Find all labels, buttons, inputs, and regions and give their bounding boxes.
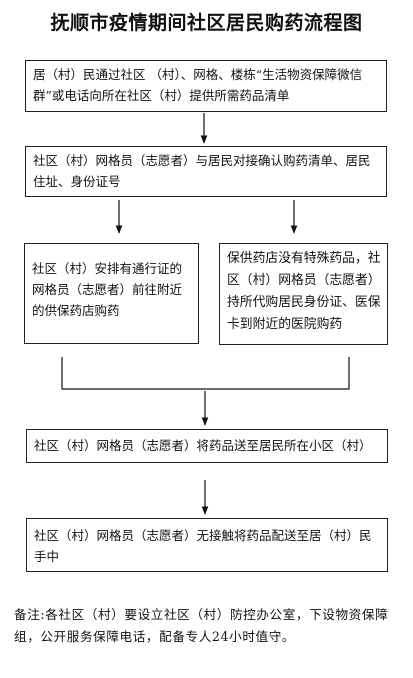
step-2-text: 社区（村）网格员（志愿者）与居民对接确认购药清单、居民住址、身份证号 (33, 153, 371, 189)
step-4-box: 社区（村）网格员（志愿者）将药品送至居民所在小区（村） (26, 429, 388, 463)
step-3-left-box: 社区（村）安排有通行证的网格员（志愿者）前往附近的供保药店购药 (24, 243, 199, 344)
step-1-box: 居（村）民通过社区 （村）、网格、楼栋“生活物资保障微信群”或电话向所在社区（村… (25, 60, 387, 112)
diagram-title: 抚顺市疫情期间社区居民购药流程图 (50, 12, 363, 34)
step-1-text: 居（村）民通过社区 （村）、网格、楼栋“生活物资保障微信群”或电话向所在社区（村… (33, 67, 363, 103)
step-5-text: 社区（村）网格员（志愿者）无接触将药品配送至居（村）民手中 (34, 528, 372, 564)
step-3-right-box: 保供药店没有特殊药品，社区（村）网格员（志愿者）持所代购居民身份证、医保卡到附近… (219, 243, 388, 345)
step-5-box: 社区（村）网格员（志愿者）无接触将药品配送至居（村）民手中 (26, 518, 388, 572)
step-4-text: 社区（村）网格员（志愿者）将药品送至居民所在小区（村） (34, 438, 372, 453)
merge-connector (61, 357, 350, 390)
footnote: 备注:各社区（村）要设立社区（村）防控办公室，下设物资保障组，公开服务保障电话，… (14, 607, 389, 644)
step-3-right-text: 保供药店没有特殊药品，社区（村）网格员（志愿者）持所代购居民身份证、医保卡到附近… (227, 251, 381, 332)
step-2-box: 社区（村）网格员（志愿者）与居民对接确认购药清单、居民住址、身份证号 (25, 146, 387, 197)
step-3-left-text: 社区（村）安排有通行证的网格员（志愿者）前往附近的供保药店购药 (32, 261, 183, 318)
